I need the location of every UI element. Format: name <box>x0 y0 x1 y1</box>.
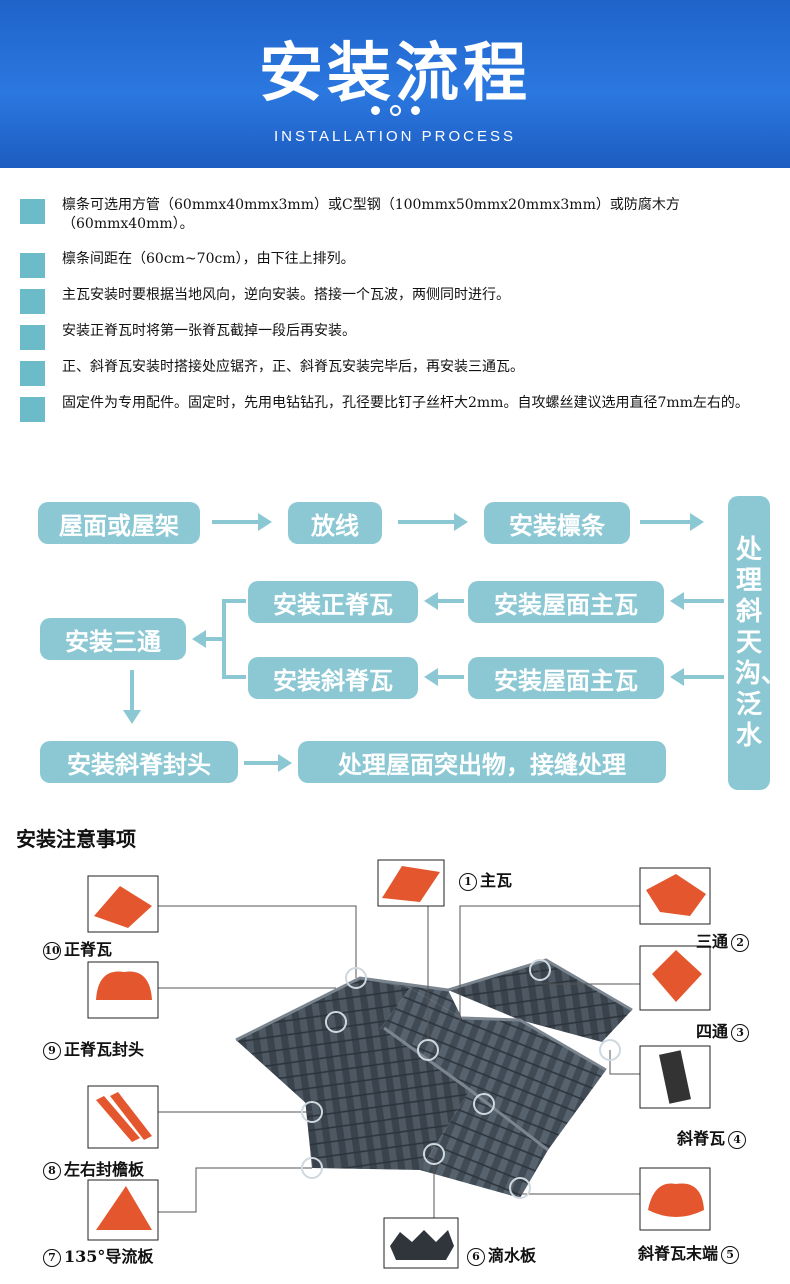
note-text: 檩条间距在（60cm~70cm），由下往上排列。 <box>62 251 355 267</box>
part-number: 6 <box>467 1247 485 1266</box>
drip-board-icon <box>390 1230 454 1260</box>
three-way-icon <box>646 874 706 916</box>
hip-end-icon <box>648 1183 704 1217</box>
flow-step-protrusion-seams: 处理屋面突出物，接缝处理 <box>298 741 666 783</box>
flow-step-valley-flashing: 处理斜天沟、泛水 <box>728 496 788 790</box>
part-number: 1 <box>459 872 477 891</box>
ridge-cap-icon <box>96 971 152 1000</box>
flow-step-valley-flashing-label: 处理斜天沟、泛水 <box>735 534 788 751</box>
part-name: 左右封檐板 <box>64 1160 145 1179</box>
note-item: 安装正脊瓦时将第一张脊瓦截掉一段后再安装。 <box>20 322 780 350</box>
title-dots <box>0 100 790 119</box>
roof-model <box>235 958 633 1198</box>
flow-step-three-way: 安装三通 <box>40 618 186 660</box>
part-name: 滴水板 <box>488 1246 537 1265</box>
header-banner: 安装流程 INSTALLATION PROCESS <box>0 0 790 168</box>
flow-step-install-purlin: 安装檩条 <box>484 502 630 544</box>
part-number: 3 <box>731 1023 750 1042</box>
note-text: 主瓦安装时要根据当地风向，逆向安装。搭接一个瓦波，两侧同时进行。 <box>62 287 510 303</box>
square-marker-icon <box>20 199 45 224</box>
part-name: 三通 <box>696 932 729 951</box>
part-number: 5 <box>721 1245 740 1264</box>
dot-hollow <box>389 105 401 116</box>
part-name: 正脊瓦封头 <box>64 1040 145 1059</box>
note-item: 固定件为专用配件。固定时，先用电钻钻孔，孔径要比钉子丝杆大2mm。自攻螺丝建议选… <box>20 394 780 422</box>
part-number: 4 <box>728 1130 747 1149</box>
part-name: 斜脊瓦末端 <box>638 1244 719 1263</box>
square-marker-icon <box>20 289 45 314</box>
roof-parts-diagram <box>87 859 711 1269</box>
note-item: 檩条可选用方管（60mmx40mmx3mm）或C型钢（100mmx50mmx20… <box>20 196 780 234</box>
installation-notes: 檩条可选用方管（60mmx40mmx3mm）或C型钢（100mmx50mmx20… <box>20 196 780 422</box>
flow-step-ridge-tile: 安装正脊瓦 <box>248 581 418 623</box>
square-marker-icon <box>20 253 45 278</box>
note-item: 檩条间距在（60cm~70cm），由下往上排列。 <box>20 250 780 278</box>
page-title: 安装流程 <box>259 37 531 111</box>
note-text: 固定件为专用配件。固定时，先用电钻钻孔，孔径要比钉子丝杆大2mm。自攻螺丝建议选… <box>62 395 749 411</box>
flow-step-hip-end-cap: 安装斜脊封头 <box>40 741 238 783</box>
dot <box>370 106 380 115</box>
part-number: 2 <box>731 933 750 952</box>
flow-arrows <box>123 513 724 772</box>
flow-step-layout-line: 放线 <box>288 502 382 544</box>
flow-step-roof-frame: 屋面或屋架 <box>38 502 200 544</box>
part-number: 8 <box>43 1161 61 1180</box>
note-text: 檩条可选用方管（60mmx40mmx3mm）或C型钢（100mmx50mmx20… <box>62 197 680 232</box>
page-subtitle: INSTALLATION PROCESS <box>274 128 516 145</box>
flow-step-main-tile-top: 安装屋面主瓦 <box>468 581 664 623</box>
flow-board-icon <box>96 1186 152 1230</box>
note-text: 安装正脊瓦时将第一张脊瓦截掉一段后再安装。 <box>62 323 356 339</box>
part-number: 10 <box>43 941 61 960</box>
square-marker-icon <box>20 361 45 386</box>
square-marker-icon <box>20 325 45 350</box>
part-number: 9 <box>43 1041 61 1060</box>
part-name: 主瓦 <box>480 871 513 890</box>
part-name: 四通 <box>696 1022 729 1041</box>
square-marker-icon <box>20 397 45 422</box>
four-way-icon <box>652 950 702 1002</box>
flow-step-main-tile-bottom: 安装屋面主瓦 <box>468 657 664 699</box>
part-name: 135°导流板 <box>64 1247 154 1266</box>
main-tile-icon <box>382 866 440 902</box>
fascia-board-icon <box>96 1096 140 1142</box>
note-item: 正、斜脊瓦安装时搭接处应锯齐，正、斜脊瓦安装完毕后，再安装三通瓦。 <box>20 358 780 386</box>
ridge-tile-icon <box>94 886 152 928</box>
hip-tile-icon <box>659 1050 691 1104</box>
part-number: 7 <box>43 1248 61 1267</box>
note-text: 正、斜脊瓦安装时搭接处应锯齐，正、斜脊瓦安装完毕后，再安装三通瓦。 <box>62 359 524 375</box>
flow-step-hip-tile: 安装斜脊瓦 <box>248 657 418 699</box>
part-name: 正脊瓦 <box>64 940 113 959</box>
note-item: 主瓦安装时要根据当地风向，逆向安装。搭接一个瓦波，两侧同时进行。 <box>20 286 780 314</box>
dot <box>410 106 420 115</box>
part-name: 斜脊瓦 <box>677 1129 726 1148</box>
precautions-title: 安装注意事项 <box>16 827 136 851</box>
